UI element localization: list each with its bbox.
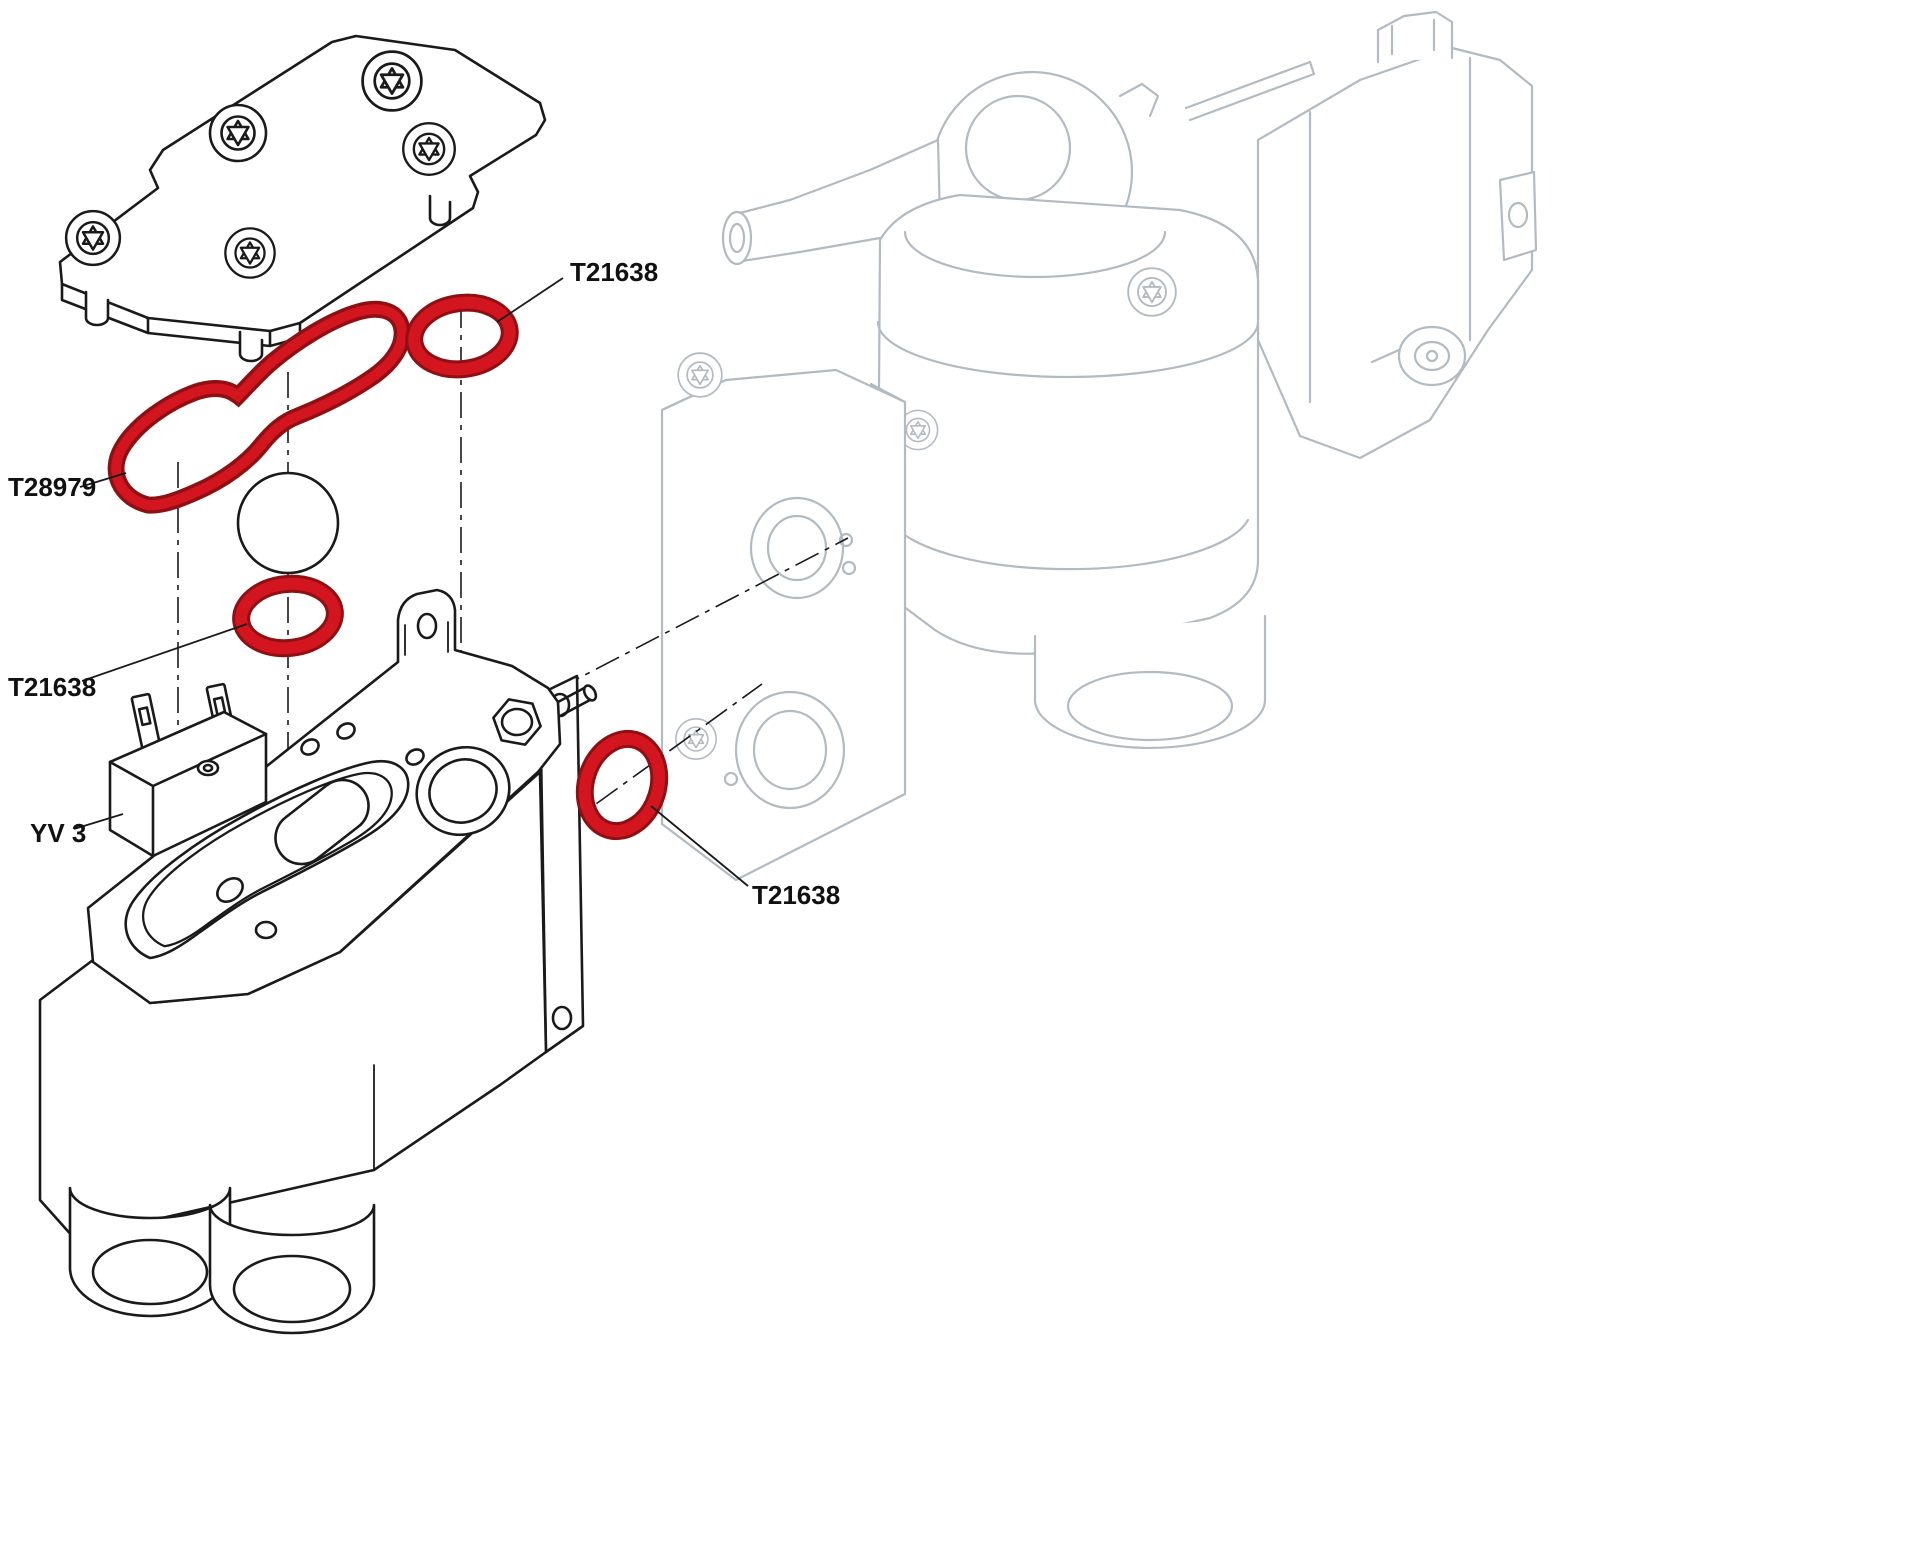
ghost-torx-screw (677, 352, 723, 398)
cover-plate (58, 34, 547, 363)
main-assembly-ghost (660, 10, 1538, 882)
ghost-torx-screw (675, 718, 717, 760)
centerline-diagonal-upper (555, 537, 849, 691)
ghost-right-bracket (1184, 10, 1538, 460)
ghost-upper-bore (749, 496, 845, 600)
body-round-port (415, 745, 511, 837)
torx-screw (64, 209, 122, 267)
leader-lines (73, 277, 749, 887)
torx-screw (208, 103, 268, 163)
ghost-manifold-block (660, 352, 907, 882)
cover-stud (84, 290, 110, 327)
gasket-seal (107, 300, 411, 514)
body-oblong-port (274, 778, 370, 866)
oring-middle (232, 574, 344, 658)
ghost-barrel (876, 193, 1267, 750)
oring-top (405, 293, 519, 379)
solenoid-coil (108, 681, 268, 858)
torx-screw (361, 50, 423, 112)
label-gasket: T28979 (8, 472, 96, 502)
ghost-torx-screw (1127, 267, 1177, 317)
oring-right (575, 729, 669, 841)
valve-body (38, 588, 598, 1335)
hex-bolt (492, 698, 542, 746)
body-port-cylinder (68, 1186, 232, 1318)
label-oring-middle: T21638 (8, 672, 96, 702)
check-ball (236, 471, 340, 575)
torx-screw (402, 122, 456, 176)
body-port-cylinder (208, 1203, 376, 1335)
part-labels: T21638 T28979 T21638 YV 3 T21638 (8, 257, 840, 910)
label-valve-body: YV 3 (30, 818, 86, 848)
label-oring-right: T21638 (752, 880, 840, 910)
cover-stud (238, 330, 264, 363)
label-oring-top: T21638 (570, 257, 658, 287)
body-pin (556, 684, 598, 718)
ghost-fitting (1397, 325, 1467, 387)
cover-stud (428, 194, 452, 227)
ghost-lower-bore (734, 690, 846, 810)
torx-screw (224, 227, 276, 279)
